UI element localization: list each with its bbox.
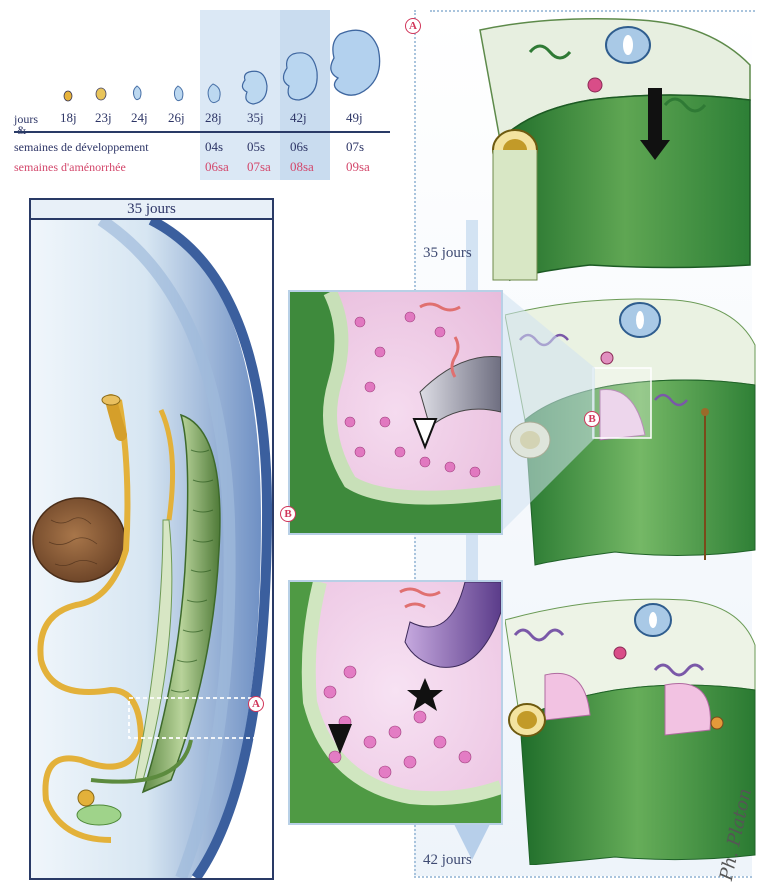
section-block-bottom <box>505 595 760 865</box>
left-panel-title: 35 jours <box>29 198 274 220</box>
day-42j: 42j <box>290 110 307 126</box>
embryo-26j-icon <box>174 86 182 101</box>
timeline-rule <box>14 131 390 133</box>
marker-a-right: A <box>405 18 421 34</box>
embryo-24j-icon <box>133 86 141 100</box>
day-23j: 23j <box>95 110 112 126</box>
notochord-top <box>588 78 602 92</box>
amen-08sa: 08sa <box>290 159 314 175</box>
aorta-lumen-bottom <box>517 711 537 729</box>
marker-b-inset: B <box>280 506 296 522</box>
embryo-49j-icon <box>331 30 380 95</box>
day-18j: 18j <box>60 110 77 126</box>
inset-bottom <box>288 580 503 825</box>
day-28j: 28j <box>205 110 222 126</box>
embryo-thumbnails <box>55 14 390 110</box>
day-35j: 35j <box>247 110 264 126</box>
aorta-shaft-top <box>493 150 537 280</box>
inset-projection-shape <box>500 290 595 533</box>
inset-projection <box>500 290 650 535</box>
amen-09sa: 09sa <box>346 159 370 175</box>
embryo-23j-icon <box>96 88 106 100</box>
inset-top-illustration <box>290 292 501 533</box>
embryo-section-illustration <box>31 220 272 878</box>
label-dev-weeks: semaines de développement <box>14 140 149 155</box>
day-24j: 24j <box>131 110 148 126</box>
marker-a-left: A <box>248 696 264 712</box>
inset-bottom-illustration <box>290 582 501 823</box>
dev-04s: 04s <box>205 139 223 155</box>
amen-07sa: 07sa <box>247 159 271 175</box>
embryo-42j-icon <box>283 53 317 100</box>
embryo-28j-icon <box>208 84 220 103</box>
inset-top <box>288 290 503 535</box>
embryo-18j-icon <box>64 91 72 101</box>
dev-07s: 07s <box>346 139 364 155</box>
notochord-bottom <box>614 647 626 659</box>
liver-illustration <box>33 498 125 582</box>
cloaca <box>77 805 121 825</box>
dev-05s: 05s <box>247 139 265 155</box>
left-panel-frame <box>29 220 274 880</box>
marker-b-right: B <box>584 411 600 427</box>
brown-dot-mid <box>701 408 709 416</box>
neural-lumen-top <box>623 35 633 55</box>
day-label-42: 42 jours <box>423 852 472 869</box>
dev-06s: 06s <box>290 139 308 155</box>
day-label-35: 35 jours <box>423 245 472 262</box>
label-amen-weeks: semaines d'aménorrhée <box>14 160 126 175</box>
section-block-top <box>470 10 760 285</box>
orange-dot-bottom <box>711 717 723 729</box>
day-49j: 49j <box>346 110 363 126</box>
amen-06sa: 06sa <box>205 159 229 175</box>
embryo-35j-icon <box>242 71 267 104</box>
duct-opening <box>102 395 120 405</box>
urogenital-sinus <box>78 790 94 806</box>
neural-lumen-bottom <box>649 612 657 628</box>
day-26j: 26j <box>168 110 185 126</box>
